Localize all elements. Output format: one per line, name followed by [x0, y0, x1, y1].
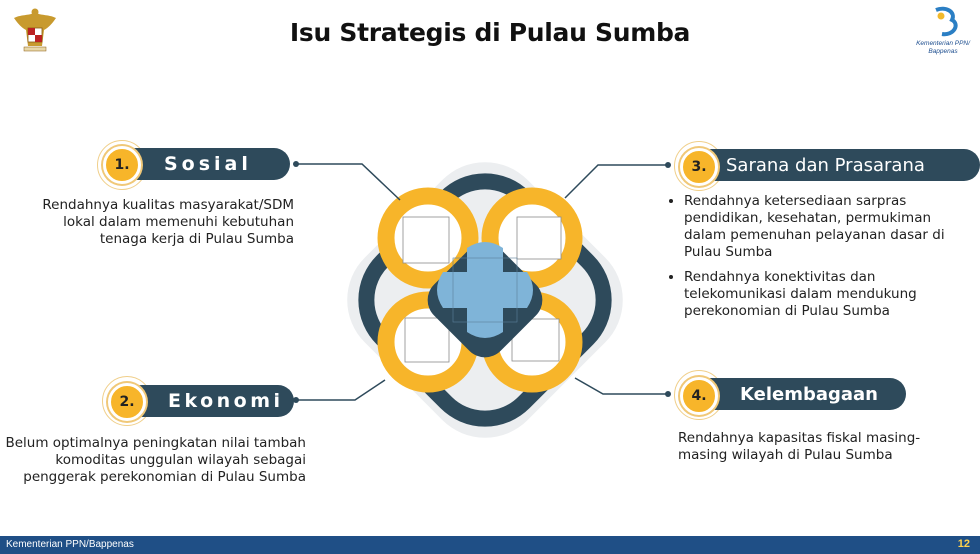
issue-4-pill: Kelembagaan: [694, 378, 906, 410]
bappenas-logo: Kementerian PPN/ Bappenas: [912, 6, 974, 62]
bappenas-logo-line1: Kementerian PPN/: [916, 40, 970, 47]
footer-org: Kementerian PPN/Bappenas: [6, 539, 134, 550]
page-number: 12: [957, 538, 970, 550]
issue-1-title: Sosial: [164, 153, 252, 175]
connector-dot-3: [665, 162, 671, 168]
center-blue-cross: [437, 242, 533, 338]
bappenas-logo-text: Kementerian PPN/ Bappenas: [912, 40, 974, 55]
center-placeholder: [452, 257, 518, 323]
garuda-emblem-logo: [14, 8, 56, 52]
connector-4: [574, 377, 668, 395]
page-title: Isu Strategis di Pulau Sumba: [289, 18, 691, 47]
placeholder-box-2: [516, 216, 562, 260]
issue-2-text: Belum optimalnya peningkatan nilai tamba…: [5, 435, 306, 485]
issue-3-bullet-2: Rendahnya konektivitas dan telekomunikas…: [684, 269, 966, 320]
issue-3-title: Sarana dan Prasarana: [726, 154, 925, 176]
issue-4-number: 4.: [680, 377, 718, 415]
issue-3-pill: Sarana dan Prasarana: [694, 149, 980, 181]
issue-1-number: 1.: [103, 146, 141, 184]
issue-1-pill: Sosial: [120, 148, 290, 180]
bappenas-logo-line2: Bappenas: [928, 47, 958, 55]
placeholder-box-3: [404, 317, 450, 363]
center-diagram: [347, 162, 623, 438]
connector-3: [564, 164, 668, 199]
issue-3-bullets: Rendahnya ketersediaan sarpras pendidika…: [666, 193, 966, 328]
issue-1-text: Rendahnya kualitas masyarakat/SDM lokal …: [42, 197, 294, 247]
connector-dot-2: [293, 397, 299, 403]
issue-3-bullet-1: Rendahnya ketersediaan sarpras pendidika…: [684, 193, 966, 261]
placeholder-box-1: [402, 216, 450, 264]
connector-dot-1: [293, 161, 299, 167]
issue-2-title: Ekonomi: [168, 390, 284, 412]
connector-dot-4: [665, 391, 671, 397]
issue-3-bullet-list: Rendahnya ketersediaan sarpras pendidika…: [666, 193, 966, 320]
connector-1: [296, 163, 401, 201]
bappenas-mark-icon: [935, 6, 958, 37]
footer-bar: [0, 536, 980, 554]
issue-2-pill: Ekonomi: [126, 385, 294, 417]
issue-2-number: 2.: [108, 383, 146, 421]
issue-4-text: Rendahnya kapasitas fiskal masing-masing…: [678, 430, 921, 463]
connector-2: [296, 379, 386, 401]
issue-3-number: 3.: [680, 148, 718, 186]
issue-4-title: Kelembagaan: [740, 383, 878, 405]
